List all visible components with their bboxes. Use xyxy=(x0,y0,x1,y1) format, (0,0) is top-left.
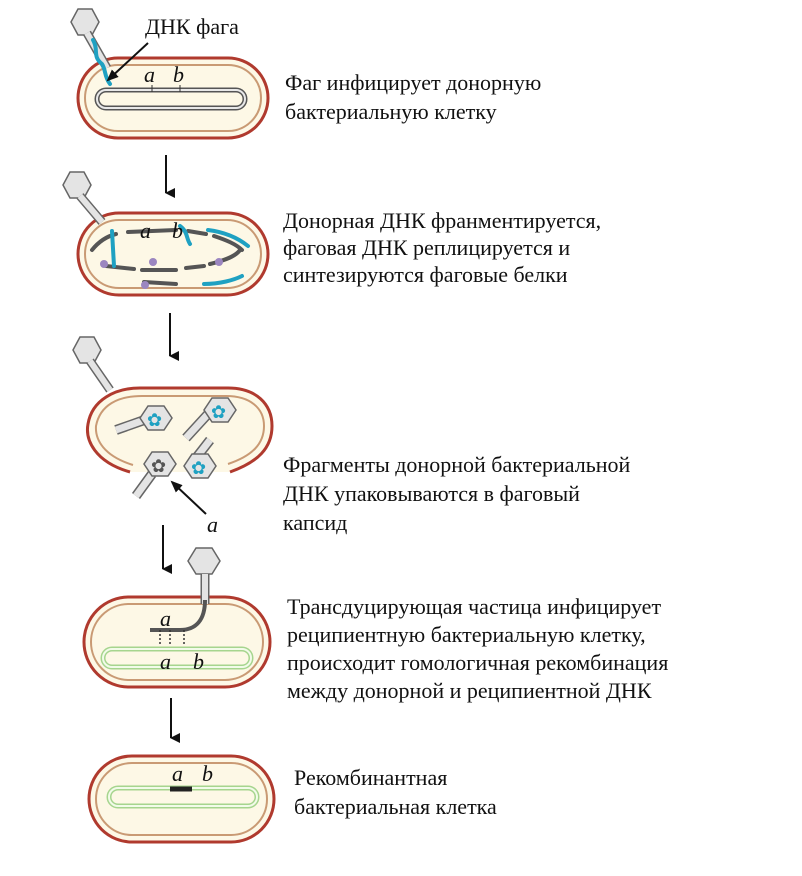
gene-b-label-recipient: b xyxy=(193,649,204,674)
gene-b-label: b xyxy=(202,761,213,786)
gene-a-label-recipient: a xyxy=(160,649,171,674)
label-phage-dna: ДНК фага xyxy=(145,14,239,39)
phage xyxy=(72,336,114,393)
phage-dna-strand xyxy=(91,38,112,86)
transducing-particle: ✿ xyxy=(131,451,177,499)
progeny-phage: ✿ xyxy=(183,436,217,479)
recipient-cell xyxy=(82,595,272,689)
donor-cell xyxy=(76,56,270,140)
cell-inner-wall xyxy=(84,64,262,132)
step-5: a b Рекомбинантная бактериальная клетка xyxy=(87,754,497,844)
step-2-caption: Донорная ДНК франментируется, фаговая ДН… xyxy=(283,208,607,287)
step-1-caption: Фаг инфицирует донорную бактериальную кл… xyxy=(285,70,547,124)
step-1: ДНК фага a b Фаг инфицирует донорную бак… xyxy=(70,8,547,198)
recombinant-cell xyxy=(87,754,276,844)
gene-b-label: b xyxy=(172,218,183,243)
phage xyxy=(187,547,221,604)
gene-a-label: a xyxy=(160,606,171,631)
phage xyxy=(70,8,112,86)
phage-head xyxy=(72,336,102,364)
phage-proteins xyxy=(100,258,223,289)
step-4-caption: Трансдуцирующая частица инфицирует рецип… xyxy=(287,594,674,703)
step-3-caption: Фрагменты донорной бактериальной ДНК упа… xyxy=(283,452,636,535)
injected-donor-dna xyxy=(150,599,207,632)
arrow-to-donor-fragment xyxy=(170,480,207,515)
arrow-to-phage-dna xyxy=(106,42,149,82)
progeny-phage: ✿ xyxy=(182,397,237,442)
phage-head xyxy=(187,547,221,575)
step-4: a a b Трансдуцирующая частица инфицирует… xyxy=(82,547,674,743)
phage xyxy=(62,171,106,225)
phage-dna-copies xyxy=(110,224,250,286)
phage-head xyxy=(62,171,92,199)
svg-text:✿: ✿ xyxy=(191,458,206,478)
gene-a-label: a xyxy=(140,218,151,243)
progeny-phage: ✿ xyxy=(114,405,173,435)
step-5-caption: Рекомбинантная бактериальная клетка xyxy=(294,765,497,819)
step-2: a b Донорная ДНК франментируется, фагова… xyxy=(62,171,607,361)
gene-b-label: b xyxy=(173,62,184,87)
svg-text:✿: ✿ xyxy=(147,410,162,430)
svg-text:✿: ✿ xyxy=(211,402,226,422)
svg-text:✿: ✿ xyxy=(151,456,166,476)
step-3: ✿ ✿ ✿ ✿ a Фрагменты донорной бактериальн… xyxy=(72,336,636,574)
gene-a-label: a xyxy=(172,761,183,786)
gene-a-label: a xyxy=(144,62,155,87)
gene-a-label: a xyxy=(207,512,218,537)
phage-head xyxy=(70,8,100,36)
